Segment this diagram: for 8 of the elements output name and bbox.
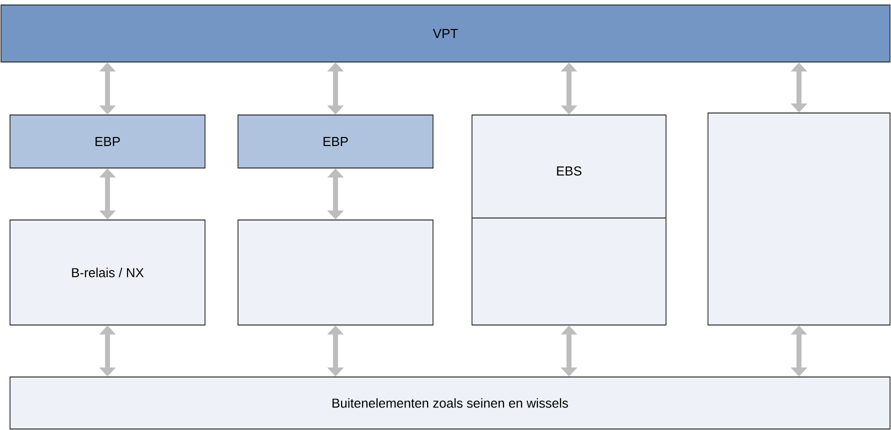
layer-bar: VPT <box>0 4 890 62</box>
empty-box <box>708 112 890 326</box>
system-box: EBS <box>472 114 666 326</box>
layer-bar: Buitenelementen zoals seinen en wissels <box>10 376 890 430</box>
system-box: EBP <box>238 114 434 168</box>
system-box: EBP <box>10 114 206 168</box>
empty-box <box>238 220 434 326</box>
system-box: B-relais / NX <box>10 220 206 326</box>
